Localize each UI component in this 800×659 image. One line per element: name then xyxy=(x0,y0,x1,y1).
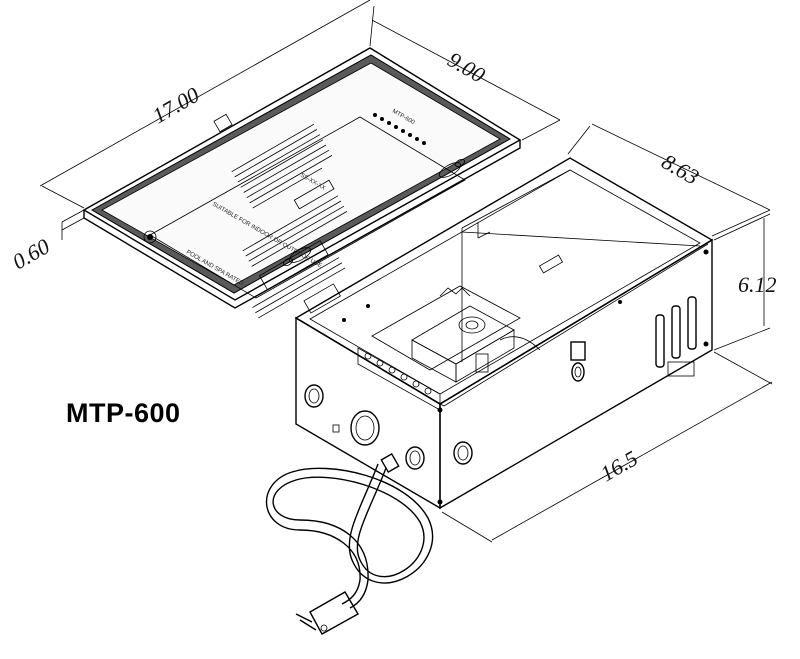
model-title: MTP-600 xyxy=(66,398,181,428)
lid: MTP-600 SS-XX-XX SUITABLE FOR INDOOR OR … xyxy=(82,47,522,319)
knockout-small-left xyxy=(304,384,324,408)
lid-width-label: 9.00 xyxy=(444,47,490,88)
lid-dots xyxy=(373,113,426,145)
box-height-label: 6.12 xyxy=(738,272,777,297)
lid-length-label: 17.00 xyxy=(148,82,203,128)
power-cord xyxy=(265,452,434,635)
knockout-side xyxy=(453,441,473,465)
box-width-dimension: 8.63 xyxy=(567,123,771,237)
knockout-small-right xyxy=(405,446,425,470)
box-length-dimension: 16.5 xyxy=(441,351,773,543)
box-width-label: 8.63 xyxy=(658,149,704,190)
box-length-label: 16.5 xyxy=(596,445,642,486)
lid-depth-label: 0.60 xyxy=(8,233,54,274)
vents xyxy=(655,296,697,368)
lid-depth-dimension: 0.60 xyxy=(8,209,85,274)
latch xyxy=(570,341,586,382)
enclosure-box xyxy=(294,157,714,510)
box-height-dimension: 6.12 xyxy=(713,213,777,351)
plug xyxy=(309,591,359,635)
transformer xyxy=(357,285,541,411)
knockout-large xyxy=(350,410,380,446)
